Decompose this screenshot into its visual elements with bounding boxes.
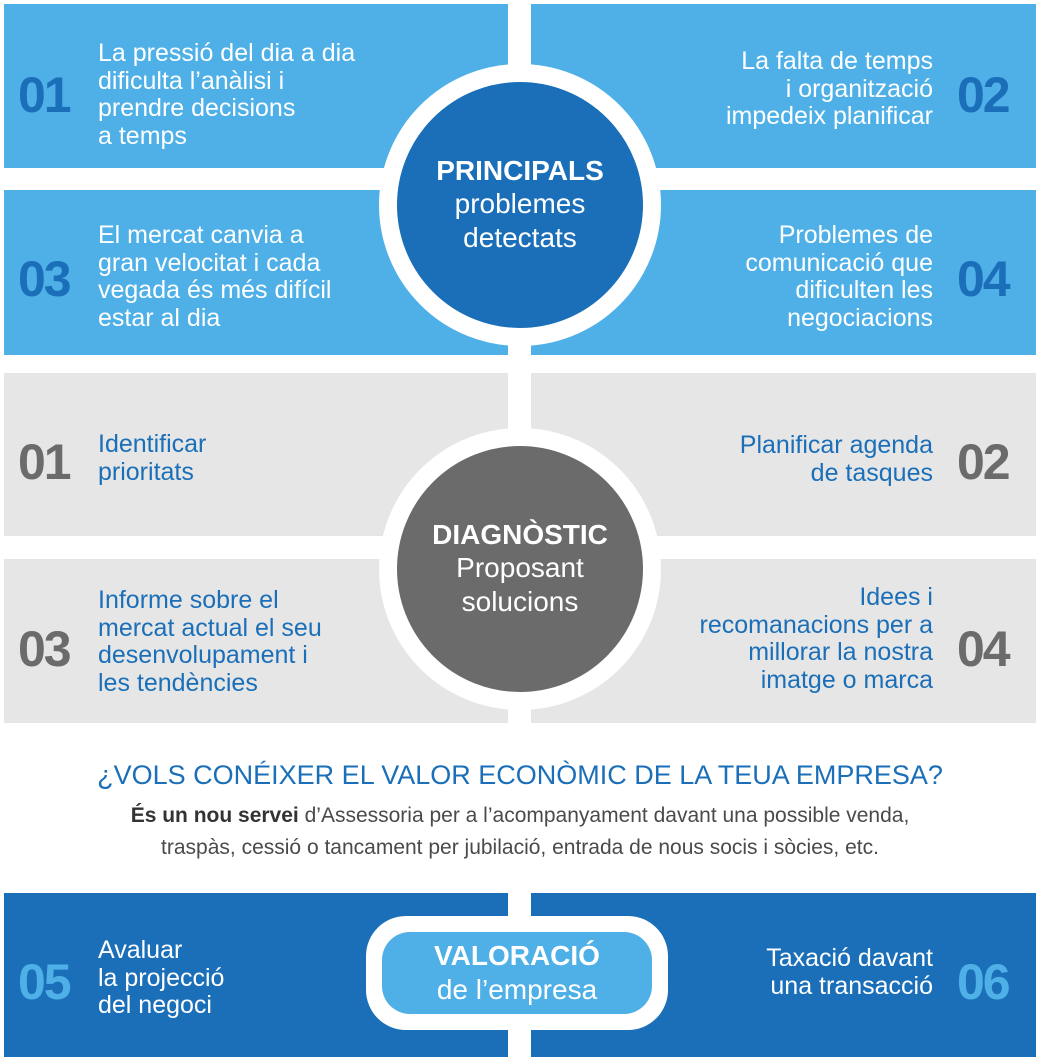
valuation-number-05: 05	[18, 954, 72, 1010]
diagnostic-number-04: 04	[957, 621, 1011, 677]
diagnostic-text-03: Informe sobre el mercat actual el seu de…	[98, 586, 322, 697]
service-description-line-1-rest: d’Assessoria per a l’acompanyament davan…	[298, 804, 910, 827]
valuation-text-05: Avaluar la projecció del negoci	[98, 936, 225, 1019]
diagnostic-number-02: 02	[957, 434, 1011, 490]
valuation-number-06: 06	[957, 954, 1011, 1010]
problem-text-02: La falta de temps i organització impedei…	[725, 47, 933, 130]
problem-number-01: 01	[18, 67, 72, 123]
problem-number-03: 03	[18, 251, 72, 307]
problems-circle: PRINCIPALS problemes detectats	[379, 64, 661, 346]
diagnostic-circle-subtitle: Proposant solucions	[456, 552, 584, 617]
diagnostic-circle: DIAGNÒSTIC Proposant solucions	[379, 428, 661, 710]
diagnostic-number-01: 01	[18, 434, 72, 490]
problem-text-04: Problemes de comunicació que dificulten …	[745, 221, 933, 332]
problem-panel-01: 01 La pressió del dia a dia dificulta l’…	[4, 4, 508, 168]
problem-number-04: 04	[957, 251, 1011, 307]
valuation-pill-subtitle: de l’empresa	[436, 974, 598, 1005]
problems-circle-title: PRINCIPALS	[436, 155, 604, 186]
diagnostic-number-03: 03	[18, 621, 72, 677]
problem-number-02: 02	[957, 67, 1011, 123]
valuation-text-06: Taxació davant una transacció	[766, 944, 933, 1000]
valuation-pill-title: VALORACIÓ	[434, 940, 600, 971]
service-description-line-1: És un nou servei d’Assessoria per a l’ac…	[0, 800, 1040, 832]
service-description: És un nou servei d’Assessoria per a l’ac…	[0, 800, 1040, 864]
diagnostic-text-02: Planificar agenda de tasques	[739, 431, 933, 487]
service-description-bold: És un nou servei	[130, 804, 299, 827]
valuation-pill: VALORACIÓ de l’empresa	[382, 932, 652, 1014]
problems-circle-subtitle: problemes detectats	[454, 188, 586, 253]
service-description-line-2: traspàs, cessió o tancament per jubilaci…	[161, 836, 879, 859]
problem-text-01: La pressió del dia a dia dificulta l’anà…	[98, 39, 356, 150]
diagnostic-text-04: Idees i recomanacions per a millorar la …	[699, 583, 933, 694]
diagnostic-circle-title: DIAGNÒSTIC	[432, 519, 608, 550]
valuation-question: ¿VOLS CONÉIXER EL VALOR ECONÒMIC DE LA T…	[97, 760, 943, 790]
problem-text-03: El mercat canvia a gran velocitat i cada…	[98, 221, 332, 332]
diagnostic-text-01: Identificar prioritats	[98, 430, 207, 486]
